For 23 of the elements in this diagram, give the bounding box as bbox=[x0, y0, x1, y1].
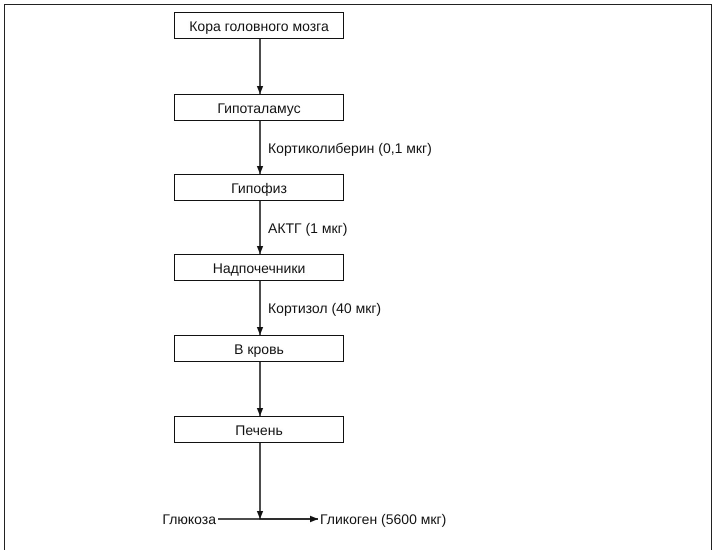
arrow bbox=[218, 516, 318, 522]
arrow bbox=[256, 39, 264, 94]
node-text: Гликоген (5600 мкг) bbox=[320, 511, 446, 527]
box-label: Печень bbox=[235, 422, 283, 438]
process-box bbox=[174, 416, 344, 443]
box-label: В кровь bbox=[234, 340, 284, 356]
process-box bbox=[174, 174, 344, 201]
arrow bbox=[256, 201, 264, 254]
node-text: Глюкоза bbox=[162, 511, 216, 527]
box-label: Гипоталамус bbox=[217, 100, 301, 116]
arrow bbox=[256, 281, 264, 335]
box-label: Гипофиз bbox=[231, 180, 287, 196]
arrow bbox=[256, 362, 264, 416]
process-box bbox=[174, 12, 344, 39]
box-label: Кора головного мозга bbox=[189, 18, 329, 34]
edge-label: Кортиколиберин (0,1 мкг) bbox=[266, 140, 434, 156]
process-box bbox=[174, 335, 344, 362]
edge-label: Кортизол (40 мкг) bbox=[266, 300, 384, 316]
arrow bbox=[256, 121, 264, 174]
edge-label: АКТГ (1 мкг) bbox=[266, 220, 350, 236]
box-label: Надпочечники bbox=[212, 260, 306, 276]
process-box bbox=[174, 254, 344, 281]
process-box bbox=[174, 94, 344, 121]
